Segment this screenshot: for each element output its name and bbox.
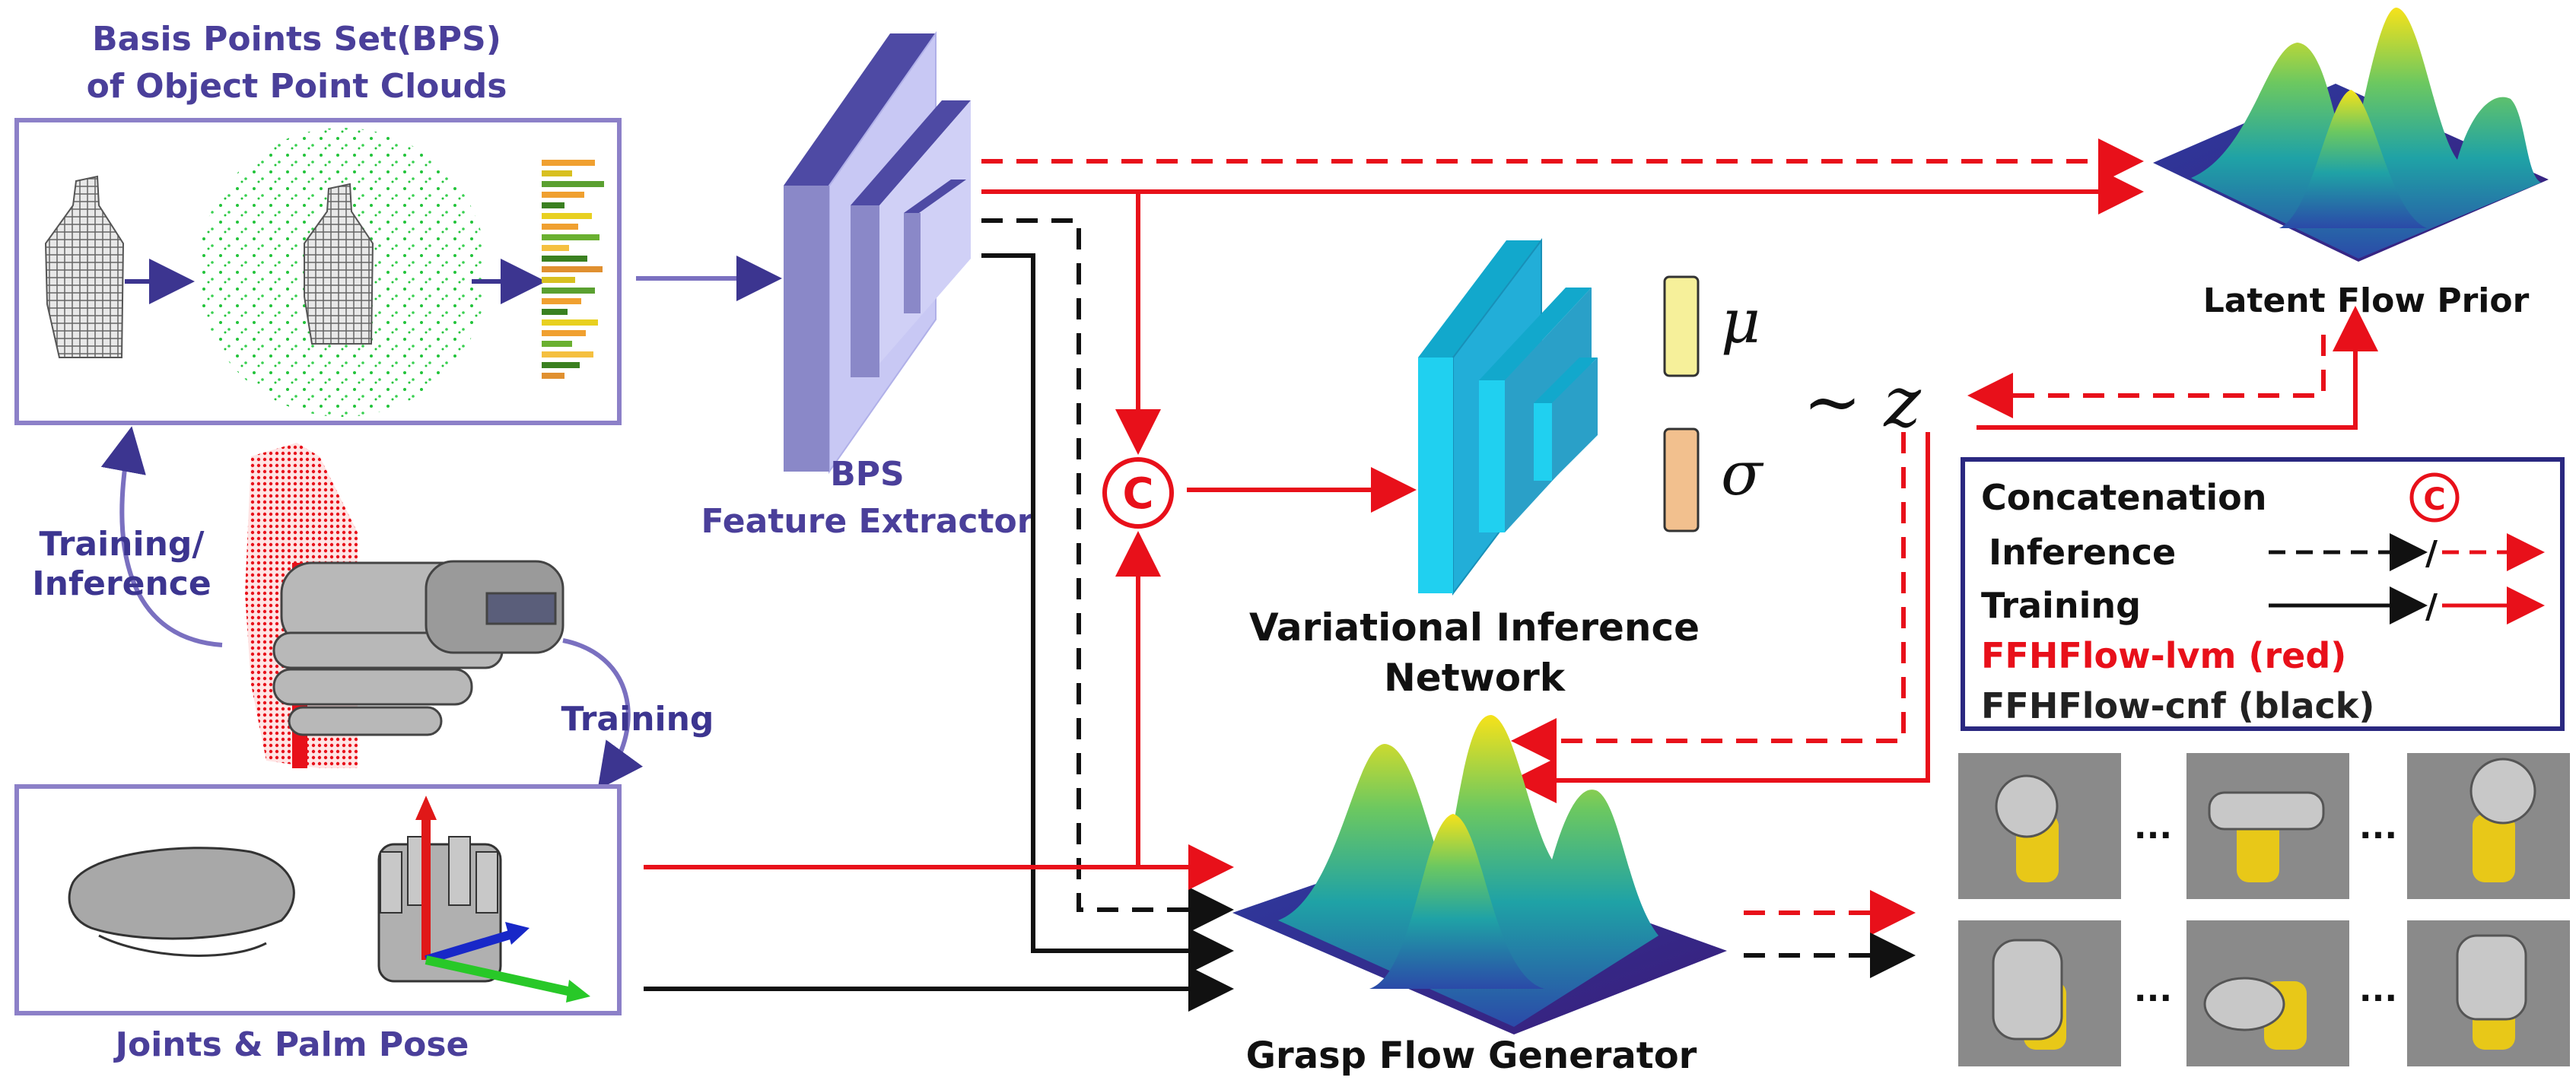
results-ellipsis: ... bbox=[2359, 808, 2397, 847]
legend-slash-training: / bbox=[2425, 587, 2438, 626]
bps-feature-vector-icon bbox=[542, 160, 604, 379]
latent-prior-label: Latent Flow Prior bbox=[2203, 281, 2530, 320]
variational-inference-network-block: Variational Inference Network bbox=[1249, 238, 1700, 700]
latent-flow-prior-plot: Latent Flow Prior bbox=[2153, 8, 2549, 320]
robot-hand-icon bbox=[272, 560, 564, 736]
legend-concat-symbol: C bbox=[2423, 482, 2445, 517]
latent-distribution: μ σ ~ z bbox=[1663, 275, 1921, 532]
legend: Concatenation C Inference / Training / F… bbox=[1961, 457, 2565, 731]
bps-title-line2: of Object Point Clouds bbox=[87, 67, 507, 106]
mu-symbol: μ bbox=[1721, 286, 1760, 357]
mu-box bbox=[1663, 275, 1700, 377]
object-pointcloud-icon bbox=[44, 175, 125, 358]
legend-slash-inference: / bbox=[2425, 534, 2438, 573]
bps-extractor-label-line1: BPS bbox=[830, 455, 904, 494]
joints-palm-panel: Joints & Palm Pose bbox=[14, 784, 622, 1064]
legend-training: Training bbox=[1981, 585, 2141, 626]
joints-palm-label: Joints & Palm Pose bbox=[113, 1025, 469, 1064]
results-ellipsis: ... bbox=[2134, 808, 2172, 847]
training-inference-label-line1: Training/ bbox=[40, 525, 205, 564]
result-thumbnail bbox=[2407, 920, 2570, 1066]
bps-feature-extractor-block: BPS Feature Extractor bbox=[701, 30, 1034, 541]
result-thumbnail bbox=[1958, 920, 2121, 1066]
result-thumbnail bbox=[2186, 920, 2349, 1066]
grasp-flow-generator-plot: Grasp Flow Generator bbox=[1232, 715, 1727, 1077]
result-thumbnail bbox=[2186, 753, 2349, 899]
bps-title-line1: Basis Points Set(BPS) bbox=[92, 20, 501, 59]
z-sample-symbol: ~ z bbox=[1803, 361, 1921, 443]
hand-joints-icon bbox=[68, 847, 295, 957]
object-in-bps-icon bbox=[304, 183, 374, 345]
training-label: Training bbox=[561, 700, 714, 739]
bps-extractor-label-line2: Feature Extractor bbox=[701, 502, 1034, 541]
concat-symbol: C bbox=[1122, 469, 1153, 519]
vin-label-line2: Network bbox=[1384, 656, 1566, 700]
connection-arrows bbox=[644, 138, 2378, 1012]
legend-lvm: FFHFlow-lvm (red) bbox=[1981, 635, 2346, 676]
bps-panel: Basis Points Set(BPS) of Object Point Cl… bbox=[14, 20, 622, 425]
grasp-generator-label: Grasp Flow Generator bbox=[1246, 1034, 1697, 1077]
sigma-symbol: σ bbox=[1721, 438, 1764, 509]
results-ellipsis: ... bbox=[2359, 971, 2397, 1009]
legend-inference: Inference bbox=[1989, 532, 2176, 573]
grasp-results-grid: ... ... ... ... bbox=[1958, 753, 2570, 1066]
palm-pose-icon bbox=[377, 796, 590, 1003]
results-ellipsis: ... bbox=[2134, 971, 2172, 1009]
concatenation-node: C bbox=[1102, 457, 1174, 529]
training-inference-label-line2: Inference bbox=[32, 564, 211, 603]
legend-concat-symbol-icon bbox=[2409, 472, 2460, 523]
hand-object-visualization: Training/ Inference Training bbox=[32, 426, 714, 790]
legend-box bbox=[1961, 457, 2565, 731]
legend-concatenation: Concatenation bbox=[1981, 477, 2267, 518]
legend-cnf: FFHFlow-cnf (black) bbox=[1981, 685, 2374, 726]
vin-label-line1: Variational Inference bbox=[1249, 605, 1700, 650]
result-thumbnail bbox=[1958, 753, 2121, 899]
result-thumbnail bbox=[2407, 753, 2570, 899]
sigma-box bbox=[1663, 427, 1700, 532]
